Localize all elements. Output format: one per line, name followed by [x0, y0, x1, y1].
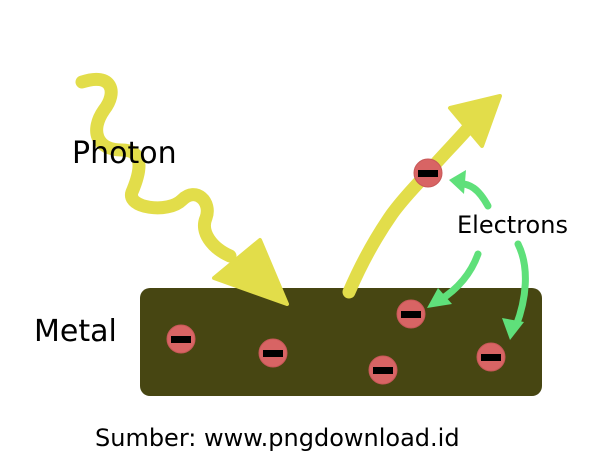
- minus-sign-icon: [481, 354, 501, 361]
- electrons-label: Electrons: [457, 211, 568, 239]
- incoming-photon-wave: [75, 72, 237, 263]
- metal-electron: [396, 299, 426, 329]
- pointer-arrow-to-metal-electron-center: [427, 250, 482, 308]
- incoming-photon-arrowhead: [212, 238, 289, 306]
- pointer-arrow-to-metal-electron-right: [502, 240, 529, 340]
- metal-label: Metal: [34, 314, 117, 349]
- pointer-arrow-to-ejected-electron: [449, 170, 492, 210]
- ejected-electron-arrowhead: [448, 94, 502, 148]
- minus-sign-icon: [263, 350, 283, 357]
- ejected-electron: [413, 158, 443, 188]
- metal-electron: [476, 342, 506, 372]
- minus-sign-icon: [401, 311, 421, 318]
- minus-sign-icon: [171, 336, 191, 343]
- metal-electron: [368, 355, 398, 385]
- minus-sign-icon: [418, 170, 438, 177]
- metal-electron: [258, 338, 288, 368]
- photon-label: Photon: [72, 136, 177, 171]
- minus-sign-icon: [373, 367, 393, 374]
- ejected-electron-path: [342, 119, 477, 299]
- source-caption: Sumber: www.pngdownload.id: [95, 424, 460, 452]
- metal-block: [140, 288, 542, 396]
- metal-electron: [166, 324, 196, 354]
